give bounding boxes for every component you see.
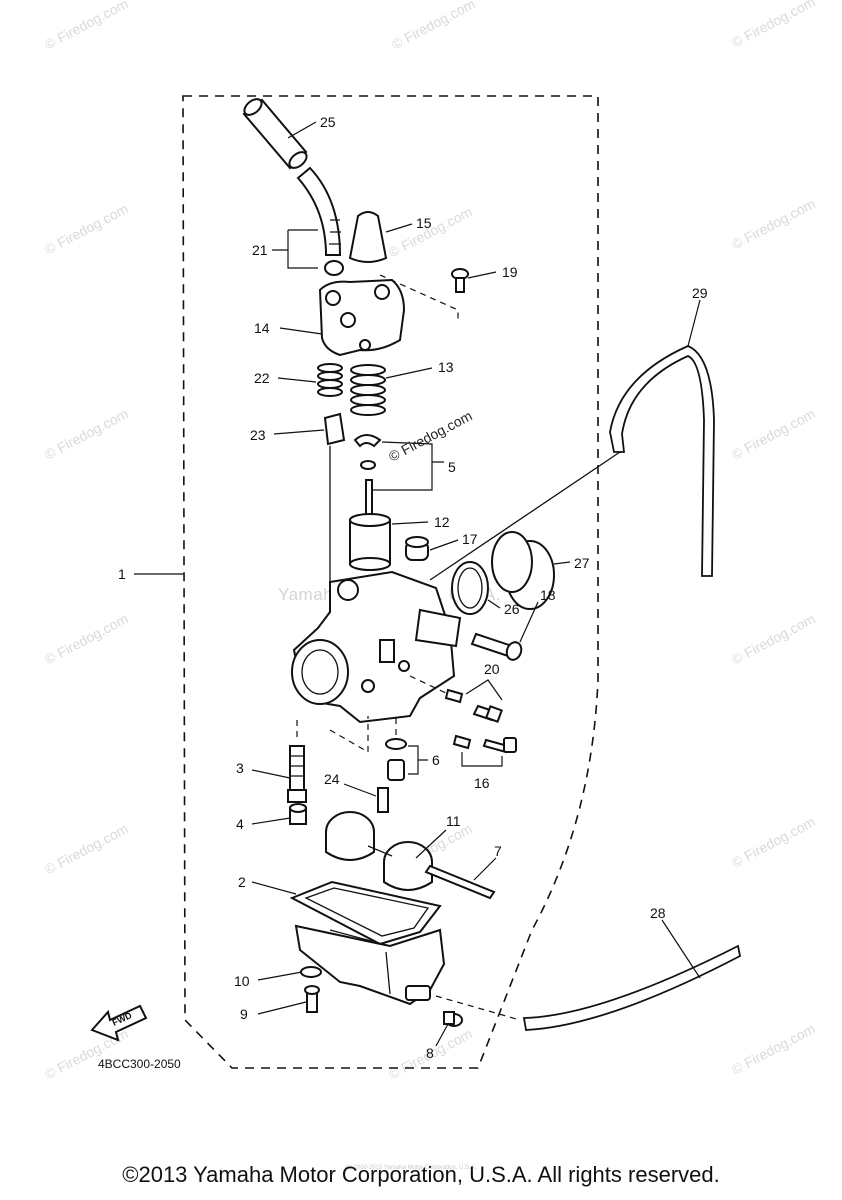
callout-19: 19 [502, 264, 518, 280]
callout-21: 21 [252, 242, 268, 258]
part-pilot-jet-set [385, 738, 407, 781]
bracket-16 [461, 752, 503, 767]
part-screw-set-20 [444, 688, 503, 723]
callout-4: 4 [236, 816, 244, 832]
part-main-jet [289, 803, 307, 825]
part-throttle-spring [350, 364, 386, 416]
part-gasket [289, 880, 442, 946]
watermark: © Firedog.com [729, 1020, 818, 1077]
callout-labels: 25 21 15 19 14 22 13 23 5 12 17 1 27 26 … [118, 114, 708, 1061]
part-bolt-18 [470, 632, 523, 661]
part-bent-hose [296, 166, 344, 276]
watermark: © Firedog.com [389, 0, 478, 53]
callout-2: 2 [238, 874, 246, 890]
watermark: © Firedog.com [42, 820, 131, 877]
callout-12: 12 [434, 514, 450, 530]
leader-lines [134, 121, 701, 1047]
part-overflow-hose [522, 944, 742, 1031]
part-washer-10 [300, 966, 322, 978]
callout-14: 14 [254, 320, 270, 336]
part-top-cover [318, 278, 406, 357]
callout-11: 11 [446, 813, 461, 829]
callout-17: 17 [462, 531, 478, 547]
watermark: © Firedog.com [42, 0, 131, 53]
watermark: © Firedog.com [729, 195, 818, 252]
small-print: (c) 2000-2015 Yamaha Motor Corporation, … [345, 1165, 477, 1171]
callout-13: 13 [438, 359, 454, 375]
part-needle-jet [287, 745, 307, 803]
callout-3: 3 [236, 760, 244, 776]
watermark: © Firedog.com [42, 610, 131, 667]
callout-16: 16 [474, 775, 490, 791]
callout-9: 9 [240, 1006, 248, 1022]
part-needle-holder [323, 412, 346, 590]
callout-10: 10 [234, 973, 250, 989]
fwd-arrow-icon: FWD [90, 1004, 148, 1042]
diagram-code: 4BCC300-2050 [98, 1057, 181, 1071]
part-cable-boot [242, 98, 308, 170]
hose-guide-line [429, 451, 621, 581]
callout-15: 15 [416, 215, 432, 231]
jet-guide-line [296, 716, 369, 754]
callout-22: 22 [254, 370, 270, 386]
part-carburetor-body [291, 570, 462, 724]
watermark: © Firedog.com [42, 200, 131, 257]
watermark: © Firedog.com [42, 405, 131, 462]
watermark: © Firedog.com [729, 405, 818, 462]
callout-1: 1 [118, 566, 126, 582]
callout-25: 25 [320, 114, 336, 130]
watermark: © Firedog.com [729, 813, 818, 870]
part-small-spring [317, 363, 343, 397]
part-screw-9 [304, 985, 320, 1013]
hose-line-28 [435, 995, 521, 1021]
callout-7: 7 [494, 843, 502, 859]
callout-27: 27 [574, 555, 590, 571]
part-o-ring [451, 561, 489, 615]
callout-5: 5 [448, 459, 456, 475]
callout-8: 8 [426, 1045, 434, 1061]
callout-28: 28 [650, 905, 666, 921]
watermark: © Firedog.com [386, 203, 475, 260]
callout-24: 24 [324, 771, 340, 787]
callout-26: 26 [504, 601, 520, 617]
part-jet-24 [377, 787, 389, 813]
part-top-screw [451, 268, 469, 293]
part-float-pin [424, 864, 496, 900]
part-rubber-sleeve [491, 531, 555, 610]
part-screw-set-16 [452, 734, 517, 754]
watermark: © Firedog.com [729, 610, 818, 667]
callout-20: 20 [484, 661, 500, 677]
screw-guide-line [379, 274, 459, 320]
callout-6: 6 [432, 752, 440, 768]
watermark: © Firedog.com [729, 0, 818, 51]
part-drain-screw-8 [443, 1011, 463, 1027]
part-clips [353, 434, 382, 470]
callout-23: 23 [250, 427, 266, 443]
part-float-bowl [294, 924, 446, 1006]
part-vent-hose [609, 345, 715, 577]
part-float [325, 811, 433, 891]
part-cap [405, 536, 429, 561]
part-rubber-cap [348, 211, 388, 263]
callout-18: 18 [540, 587, 556, 603]
screw-line-20 [409, 675, 449, 695]
part-throttle-slide [349, 513, 391, 571]
callout-29: 29 [692, 285, 708, 301]
copyright-notice: ©2013 Yamaha Motor Corporation, U.S.A. A… [122, 1162, 720, 1187]
inline-watermark: © Firedog.com [386, 407, 475, 464]
